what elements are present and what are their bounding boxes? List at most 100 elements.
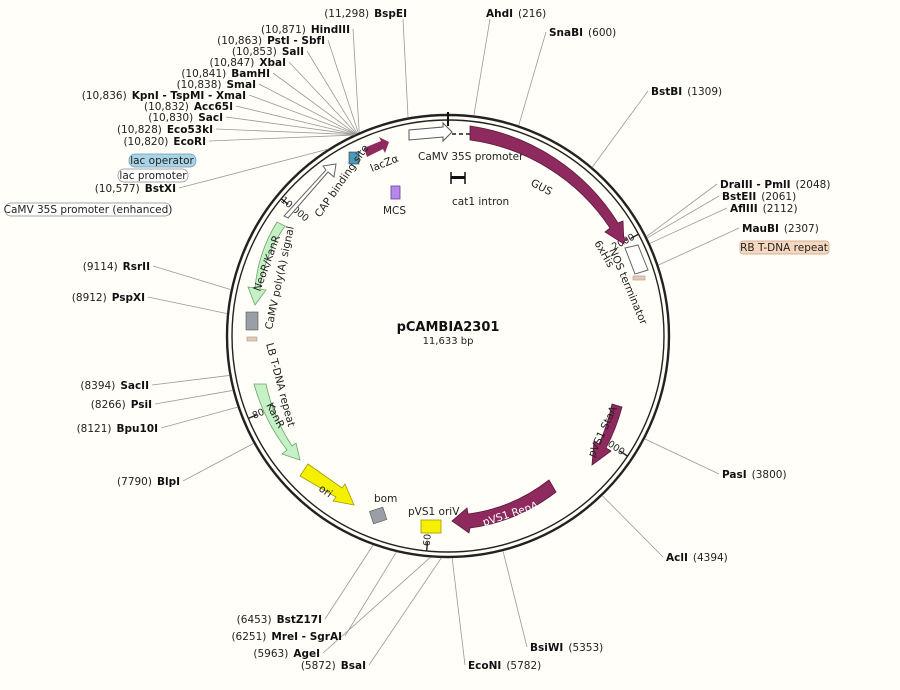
- mcs-mark[interactable]: [390, 185, 401, 200]
- site-pos: (1309): [687, 86, 722, 98]
- site-label-bsai[interactable]: (5872)BsaI: [301, 660, 366, 672]
- nos-terminator-box[interactable]: [624, 244, 649, 275]
- site-leader: [248, 94, 356, 135]
- site-name: MauBI: [742, 223, 779, 235]
- site-name: PsiI: [131, 399, 152, 411]
- site-label-rsrii[interactable]: (9114)RsrII: [83, 261, 150, 273]
- pvs1-staa-arrow[interactable]: [591, 403, 623, 466]
- site-leader: [288, 61, 357, 134]
- site-label-ecori[interactable]: (10,820) EcoRI: [123, 136, 206, 148]
- site-pos: (9114): [83, 261, 118, 273]
- site-label-eco53ki[interactable]: (10,828)Eco53kI: [117, 124, 213, 136]
- site-label-bstxi[interactable]: (10,577)BstXI: [95, 183, 176, 195]
- cat1-intron-mark: [451, 176, 465, 179]
- site-pos: (10,820): [123, 136, 168, 148]
- site-leader: [178, 148, 329, 189]
- site-label-bstz17i[interactable]: (6453)BstZ17I: [237, 614, 322, 626]
- site-leader: [352, 28, 360, 133]
- site-pos: (10,863): [217, 35, 262, 47]
- site-leader: [646, 195, 720, 239]
- lb-tdna-mark: [246, 336, 258, 342]
- site-label-aflii[interactable]: AflIII(2112): [730, 203, 798, 215]
- site-name: BstEII: [722, 191, 756, 203]
- site-label-bspei[interactable]: (11,298)BspEI: [324, 8, 407, 20]
- site-leader-lines: [147, 18, 740, 666]
- site-pos: (2048): [796, 179, 831, 191]
- restriction-site-labels: AhdI(216)SnaBI(600) BstBI(1309) DraIII - P…: [72, 8, 831, 672]
- site-label-ahdi[interactable]: AhdI(216): [486, 8, 546, 20]
- site-label-agei[interactable]: (5963)AgeI: [253, 648, 320, 660]
- site-label-pspxi[interactable]: (8912)PspXI: [72, 292, 145, 304]
- site-label-draiii[interactable]: DraIII - PmlI(2048): [720, 179, 830, 191]
- site-label-bpu10i[interactable]: (8121)Bpu10I: [77, 423, 158, 435]
- site-leader: [215, 128, 355, 136]
- site-label-hindiii[interactable]: (10,871)HindIII: [261, 24, 350, 36]
- site-pos: (10,838): [177, 79, 222, 91]
- site-leader: [272, 72, 357, 135]
- site-label-acli[interactable]: AclI(4394): [666, 552, 728, 564]
- camv-enh-box[interactable]: [4, 202, 172, 217]
- site-name: BamHI: [231, 68, 270, 80]
- site-label-saci[interactable]: (10,830)SacI: [148, 112, 223, 124]
- site-leader: [182, 443, 254, 482]
- site-label-econi[interactable]: EcoNI(5782): [468, 660, 541, 672]
- site-leader: [402, 18, 409, 118]
- mcs-label: MCS: [383, 205, 406, 217]
- site-leader: [306, 50, 358, 134]
- lac-promoter-box[interactable]: [117, 168, 189, 183]
- site-label-bsiwi[interactable]: BsiWI(5353): [530, 642, 603, 654]
- site-leader: [502, 550, 528, 648]
- bom-mark: [369, 506, 388, 525]
- site-label-acc65i[interactable]: (10,832)Acc65I: [144, 101, 233, 113]
- site-label-smai[interactable]: (10,838)SmaI: [177, 79, 256, 91]
- site-label-xbai[interactable]: (10,847)XbaI: [209, 57, 286, 69]
- site-label-kpni[interactable]: (10,836)KpnI - TspMI - XmaI: [82, 90, 246, 102]
- his-tag-mark: [619, 238, 627, 241]
- site-label-maubi[interactable]: MauBI(2307): [742, 223, 819, 235]
- site-leader: [368, 557, 442, 666]
- site-leader: [208, 134, 354, 142]
- site-name: EcoNI: [468, 660, 501, 672]
- cap-arrow[interactable]: [283, 163, 337, 219]
- site-name: XbaI: [259, 57, 286, 69]
- site-label-bsteii[interactable]: BstEII(2061): [722, 191, 796, 203]
- pvs1-repa-arrow[interactable]: [451, 479, 557, 534]
- lacz-arrow[interactable]: [364, 137, 389, 157]
- rb-tdna-box[interactable]: [739, 240, 830, 255]
- neor-arrow[interactable]: [247, 221, 286, 306]
- gus-arrow[interactable]: [469, 125, 625, 245]
- site-leader: [154, 390, 233, 405]
- pvs1-oriv-label: pVS1 oriV: [408, 506, 460, 518]
- site-name: SalI: [282, 46, 304, 58]
- site-name: EcoRI: [173, 136, 206, 148]
- lacz-label: lacZα: [369, 153, 401, 175]
- kanr-arrow[interactable]: [253, 383, 301, 461]
- site-leader: [327, 39, 359, 134]
- site-name: BstXI: [145, 183, 176, 195]
- site-label-psti[interactable]: (10,863)PstI - SbfI: [217, 35, 325, 47]
- site-pos: (8394): [80, 380, 115, 392]
- camv35s-arrow[interactable]: [408, 121, 453, 143]
- site-label-mrei[interactable]: (6251)MreI - SgrAI: [231, 631, 342, 643]
- site-pos: (2112): [763, 203, 798, 215]
- site-label-snabi[interactable]: SnaBI(600): [549, 27, 616, 39]
- site-label-sacii[interactable]: (8394)SacII: [80, 380, 149, 392]
- site-leader: [646, 183, 718, 237]
- site-label-blpi[interactable]: (7790)BlpI: [117, 476, 180, 488]
- site-label-sali[interactable]: (10,853)SalI: [232, 46, 304, 58]
- plasmid-size: 11,633 bp: [423, 336, 474, 347]
- site-name: Bpu10I: [116, 423, 158, 435]
- site-pos: (10,830): [148, 112, 193, 124]
- site-leader: [518, 31, 547, 126]
- rb-tdna-mark: [632, 275, 646, 281]
- site-pos: (216): [518, 8, 546, 20]
- site-leader: [152, 265, 232, 291]
- lac-operator-box[interactable]: [128, 153, 197, 168]
- site-label-bstbi[interactable]: BstBI(1309): [651, 86, 722, 98]
- site-label-bamhi[interactable]: (10,841) BamHI: [181, 68, 270, 80]
- site-pos: (10,841): [181, 68, 226, 80]
- site-label-psii[interactable]: (8266)PsiI: [91, 399, 152, 411]
- site-name: SnaBI: [549, 27, 583, 39]
- ori-arrow[interactable]: [299, 463, 355, 506]
- site-label-pasi[interactable]: PasI(3800): [722, 469, 787, 481]
